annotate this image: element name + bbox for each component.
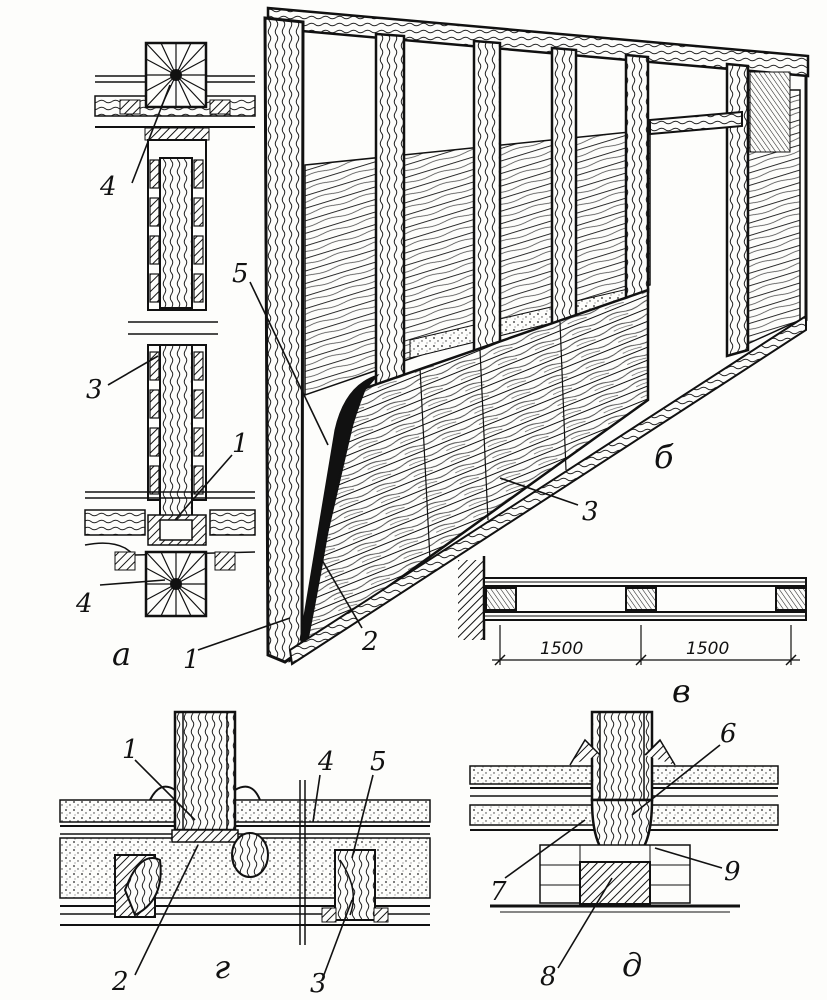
callout-d-7: 7 <box>490 877 507 907</box>
plan-v: 1500 1500 в <box>458 556 807 710</box>
panel-label-a: а <box>112 635 131 673</box>
callout-d-9: 9 <box>724 857 741 887</box>
dimension-left: 1500 <box>540 639 583 659</box>
callout-g-2: 2 <box>111 967 129 997</box>
callout-b-1: 1 <box>183 645 200 675</box>
section-g: 1 4 5 2 3 г <box>59 710 431 999</box>
callout-b-2: 2 <box>361 627 379 657</box>
dimension-right: 1500 <box>686 639 729 659</box>
callout-a-4-bottom: 4 <box>75 589 93 619</box>
panel-b-isometric: 5 3 2 1 б <box>183 6 810 675</box>
callout-b-3: 3 <box>582 497 599 527</box>
panel-label-g: г <box>214 948 230 986</box>
callout-g-4: 4 <box>317 747 335 777</box>
panel-label-v: в <box>672 672 691 710</box>
callout-g-5: 5 <box>370 747 387 777</box>
callout-a-3: 3 <box>86 375 103 405</box>
callout-d-6: 6 <box>720 719 737 749</box>
section-a: 4 3 1 4 а <box>75 41 256 673</box>
callout-d-8: 8 <box>540 962 557 992</box>
panel-label-b: б <box>654 438 674 476</box>
callout-g-1: 1 <box>122 735 139 765</box>
section-d: 6 7 9 8 д <box>469 710 779 992</box>
callout-a-4-top: 4 <box>99 172 117 202</box>
upper-beam <box>144 41 208 109</box>
callout-a-1: 1 <box>232 429 249 459</box>
callout-b-5: 5 <box>232 259 249 289</box>
callout-g-3: 3 <box>310 969 327 999</box>
lower-beam <box>144 550 208 618</box>
panel-label-d: д <box>622 946 642 984</box>
